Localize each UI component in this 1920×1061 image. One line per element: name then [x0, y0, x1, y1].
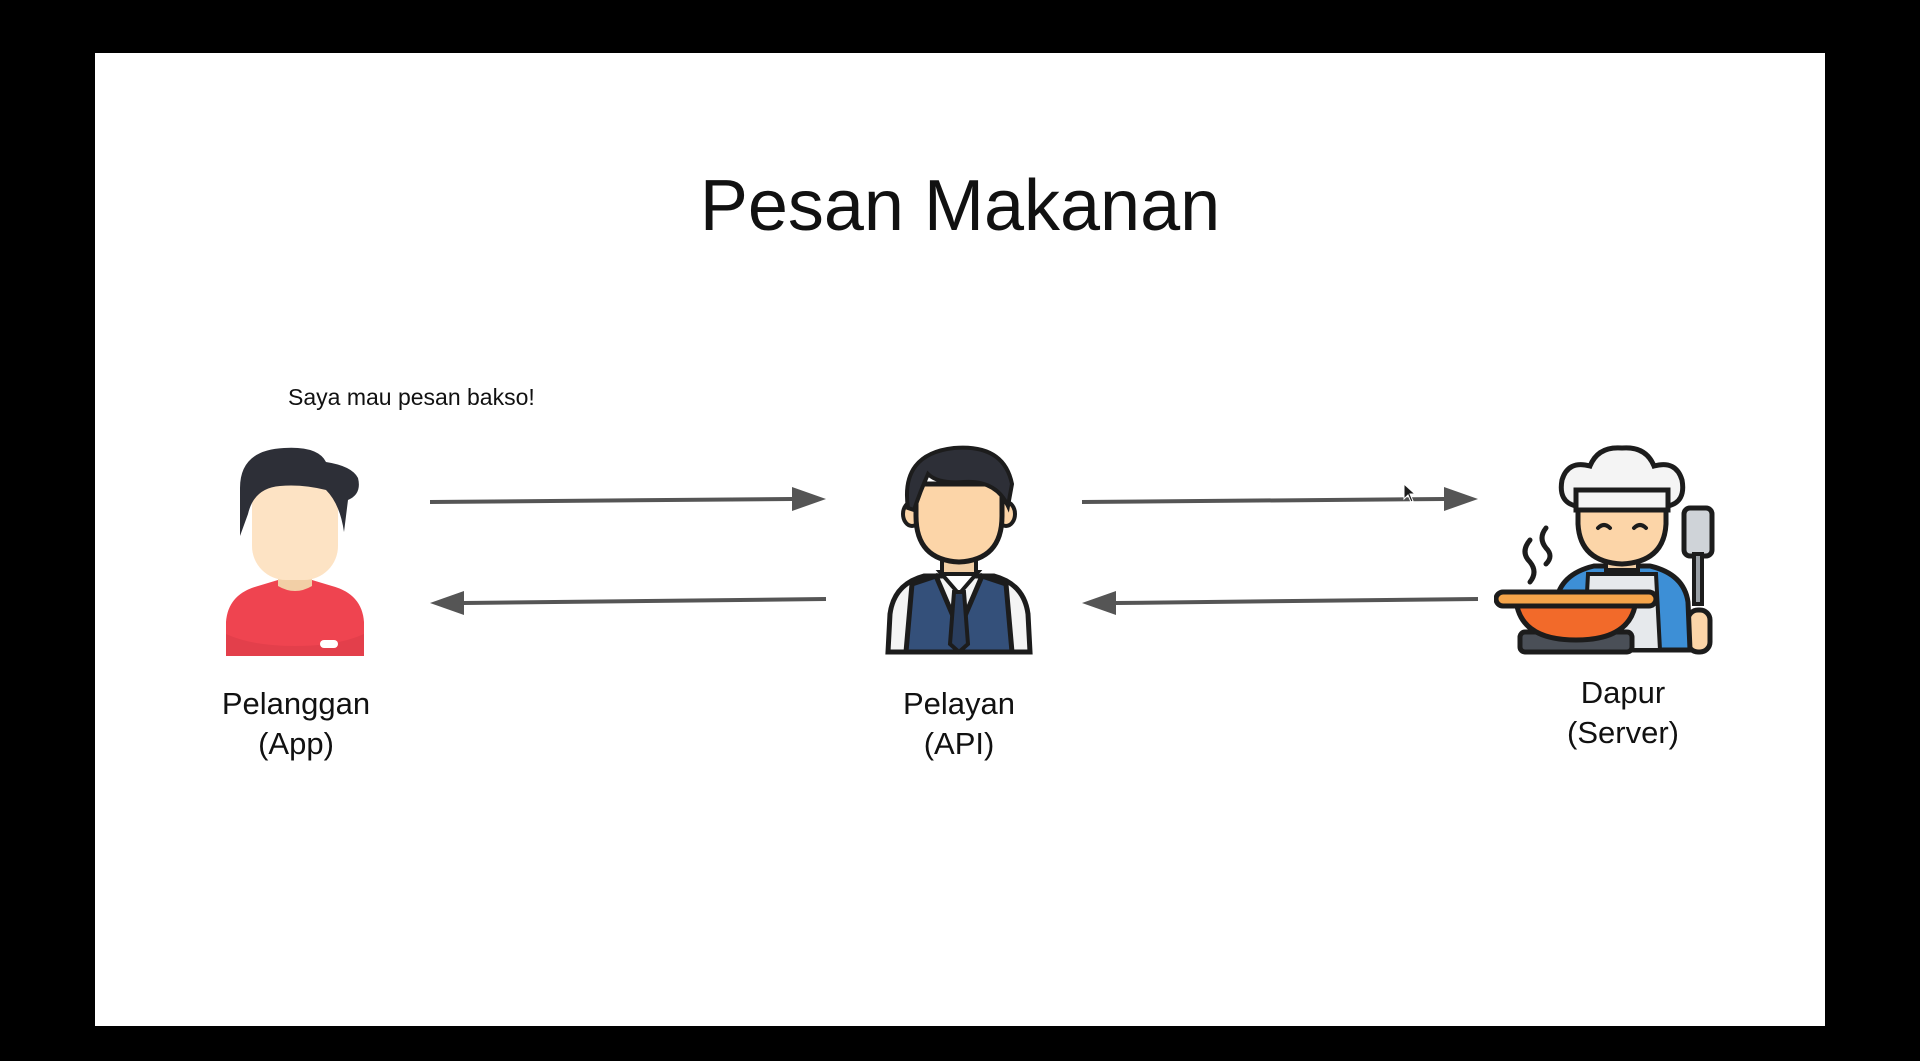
customer-name: Pelanggan — [221, 686, 371, 721]
waiter-name: Pelayan — [902, 686, 1016, 721]
page-title: Pesan Makanan — [699, 166, 1221, 246]
chef-avatar-icon — [1494, 445, 1715, 655]
waiter-avatar-icon — [885, 445, 1033, 655]
waiter-role: (API) — [923, 726, 995, 761]
waiter-label: Pelayan (API) — [829, 684, 1089, 764]
customer-label: Pelanggan (App) — [166, 684, 426, 764]
customer-role: (App) — [258, 726, 334, 761]
customer-avatar-icon — [226, 447, 364, 656]
customer-speech-text: Saya mau pesan bakso! — [288, 384, 535, 410]
kitchen-role: (Server) — [1567, 715, 1679, 750]
kitchen-name: Dapur — [1580, 675, 1666, 710]
kitchen-label: Dapur (Server) — [1493, 673, 1753, 753]
mouse-cursor-icon — [1403, 483, 1417, 503]
